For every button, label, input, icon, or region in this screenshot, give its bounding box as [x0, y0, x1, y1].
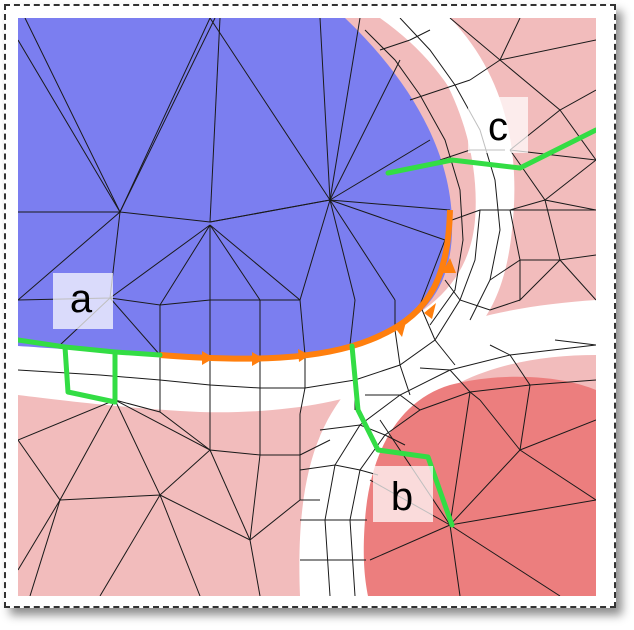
flow-arrow-4 — [396, 322, 406, 337]
cut-path-b — [349, 343, 455, 528]
mesh-lines — [18, 18, 596, 596]
cut-path-a-square — [62, 344, 118, 405]
flow-arrow-3 — [298, 349, 310, 362]
label-a: a — [53, 273, 113, 329]
label-c-text: c — [488, 105, 508, 149]
flow-arrow-2 — [252, 352, 264, 366]
label-a-text: a — [70, 277, 93, 321]
blue-region — [18, 18, 453, 358]
flow-arrow-5 — [424, 303, 436, 319]
flow-path — [159, 209, 453, 362]
label-c: c — [468, 97, 528, 153]
flow-arrows — [202, 258, 456, 366]
cut-path-c — [385, 127, 596, 176]
label-c-box — [468, 97, 528, 153]
dark-red-region — [363, 376, 596, 596]
label-a-box — [53, 273, 113, 329]
flow-arrow-1 — [202, 351, 214, 365]
cut-path-a — [18, 337, 163, 358]
label-b-box — [373, 466, 433, 522]
label-b: b — [373, 466, 433, 522]
flow-arrow-6 — [442, 258, 456, 273]
label-b-text: b — [391, 475, 413, 519]
